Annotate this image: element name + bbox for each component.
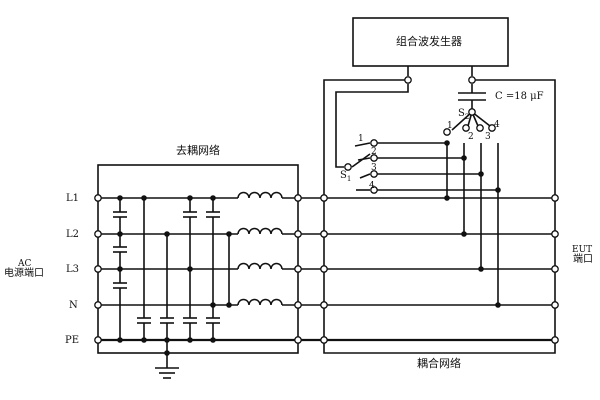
junction-dot-9 (210, 302, 216, 308)
s2-pos-4: 4 (494, 120, 500, 130)
decoupling-box (97, 164, 299, 354)
terminal-31 (468, 108, 476, 116)
junction-dot-1 (141, 195, 147, 201)
terminal-2 (320, 194, 328, 202)
s2-arm (451, 111, 473, 131)
terminal-14 (320, 301, 328, 309)
eut-port-label-2: 端口 (573, 254, 593, 265)
terminal-25 (370, 170, 378, 178)
terminal-3 (551, 194, 559, 202)
line-label-L3: L3 (66, 264, 80, 275)
junction-dot-17 (444, 140, 450, 146)
junction-dot-10 (226, 302, 232, 308)
junction-dot-21 (444, 195, 450, 201)
s1-arm (351, 153, 371, 168)
junction-dot-12 (141, 337, 147, 343)
terminal-5 (294, 230, 302, 238)
terminal-24 (370, 154, 378, 162)
terminal-6 (320, 230, 328, 238)
s1-pos-4: 4 (369, 181, 375, 191)
ac-port-label-1: AC (18, 259, 32, 269)
generator-box (352, 17, 509, 67)
decoupling-title: 去耦网络 (176, 144, 220, 157)
junction-dot-4 (164, 231, 170, 237)
terminal-21 (468, 76, 476, 84)
line-label-L1: L1 (66, 193, 80, 204)
junction-dot-16 (164, 350, 170, 356)
terminal-8 (94, 265, 102, 273)
junction-dot-23 (478, 266, 484, 272)
junction-dot-24 (495, 302, 501, 308)
junction-dot-5 (226, 231, 232, 237)
s2-label: S2 (458, 108, 470, 121)
terminal-0 (94, 194, 102, 202)
line-label-PE: PE (65, 335, 80, 346)
terminal-15 (551, 301, 559, 309)
coupling-title: 耦合网络 (417, 357, 461, 370)
generator-title: 组合波发生器 (396, 35, 462, 48)
junction-dot-19 (478, 171, 484, 177)
inductor-4 (237, 298, 283, 306)
terminal-7 (551, 230, 559, 238)
eut-port-label-1: EUT (572, 245, 593, 255)
terminal-4 (94, 230, 102, 238)
terminal-18 (320, 336, 328, 344)
junction-dot-0 (117, 195, 123, 201)
s2-pos-2: 2 (468, 132, 474, 142)
junction-dot-3 (210, 195, 216, 201)
terminal-9 (294, 265, 302, 273)
s2-pos-3: 3 (485, 132, 491, 142)
terminal-13 (294, 301, 302, 309)
capacitor-label: C =18 μF (495, 91, 544, 102)
terminal-16 (94, 336, 102, 344)
terminal-22 (344, 163, 352, 171)
s1-label: S1 (340, 170, 352, 183)
s1-pos-3: 3 (371, 163, 377, 173)
junction-dot-6 (117, 231, 123, 237)
terminal-1 (294, 194, 302, 202)
terminal-12 (94, 301, 102, 309)
junction-dot-8 (187, 266, 193, 272)
junction-dot-7 (117, 266, 123, 272)
line-label-L2: L2 (66, 229, 80, 240)
terminal-11 (551, 265, 559, 273)
junction-dot-22 (461, 231, 467, 237)
inductor-2 (237, 227, 283, 235)
line-label-N: N (69, 300, 78, 311)
junction-dot-2 (187, 195, 193, 201)
junction-dot-13 (187, 337, 193, 343)
junction-dot-14 (210, 337, 216, 343)
s1-pos-1: 1 (358, 134, 364, 144)
junction-dot-18 (461, 155, 467, 161)
junction-dot-20 (495, 187, 501, 193)
junction-dot-15 (164, 337, 170, 343)
terminal-29 (476, 124, 484, 132)
junction-dot-11 (117, 337, 123, 343)
coupling-box (323, 79, 556, 354)
s2-pos-1: 1 (447, 121, 453, 131)
terminal-26 (370, 186, 378, 194)
terminal-10 (320, 265, 328, 273)
terminal-23 (370, 139, 378, 147)
terminal-20 (404, 76, 412, 84)
terminal-17 (294, 336, 302, 344)
inductor-3 (237, 262, 283, 270)
terminal-27 (443, 128, 451, 136)
s1-pos-2: 2 (371, 147, 377, 157)
terminal-30 (488, 124, 496, 132)
terminal-28 (462, 124, 470, 132)
ac-port-label-2: 电源端口 (4, 268, 44, 279)
terminal-19 (551, 336, 559, 344)
inductor-1 (237, 191, 283, 199)
